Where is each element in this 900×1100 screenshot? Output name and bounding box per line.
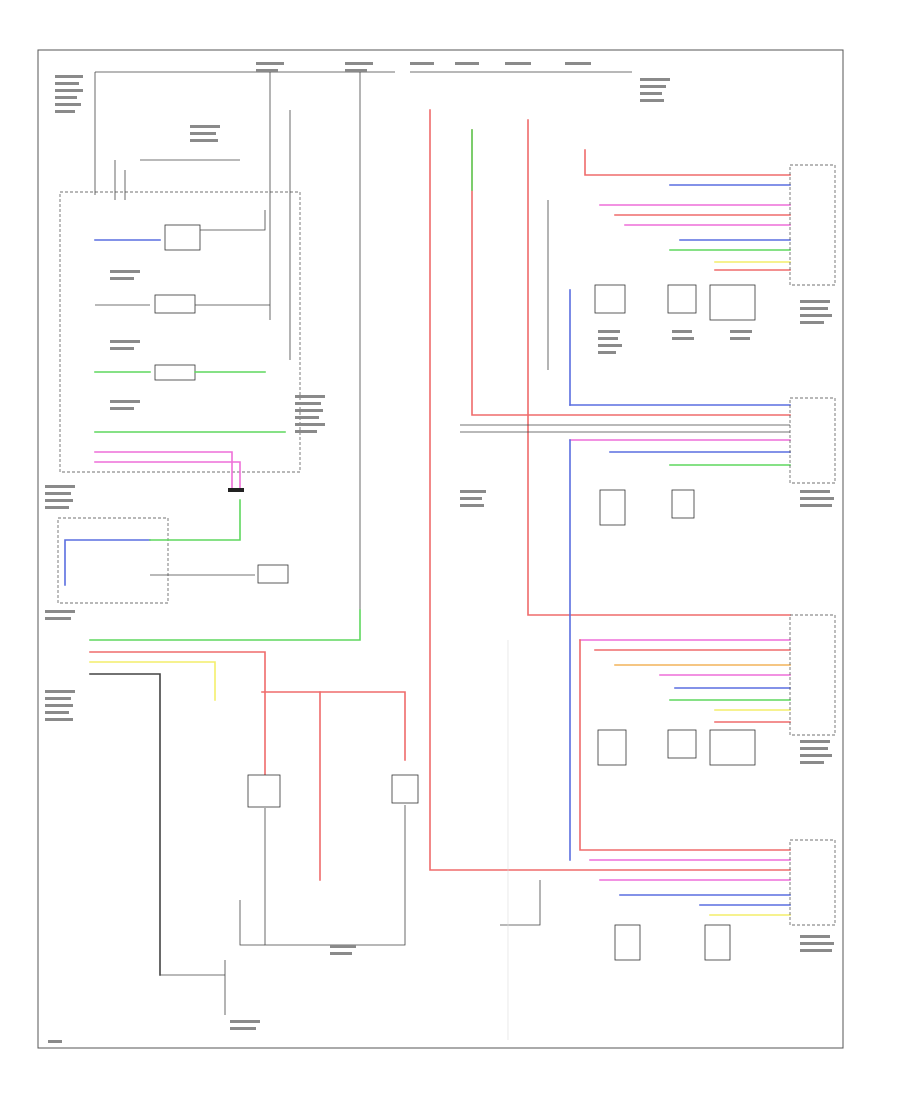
front-door-connector [789, 164, 836, 286]
center-vertical-wires [429, 109, 791, 871]
relay-return-loop [264, 805, 406, 946]
wire-yellow-1 [89, 661, 216, 701]
relay-center-2 [391, 774, 419, 804]
right-third-unit [579, 614, 836, 851]
diagram-border [37, 49, 844, 1049]
switch-box-left [257, 564, 289, 584]
right-top-unit [569, 164, 836, 406]
rear-right-connector [789, 397, 836, 484]
lock-unit-fl [709, 729, 756, 766]
wire-green-5 [89, 609, 361, 641]
combination-switch-box [59, 191, 301, 473]
door-switch-rl [614, 924, 641, 961]
lower-left-module [57, 517, 169, 604]
door-switch-fl [597, 729, 627, 766]
left-feed-branch [114, 160, 126, 200]
lock-unit-fr [709, 284, 756, 321]
wire-red-2 [261, 691, 406, 761]
label-marks [45, 62, 834, 1043]
front-left-connector [789, 614, 836, 736]
wire-dark-1 [89, 673, 161, 976]
wire-red-top-right [584, 149, 791, 176]
left-module-group [57, 72, 419, 1015]
door-switch-rr [599, 489, 626, 526]
right-second-unit [569, 397, 836, 861]
relay-out-1 [200, 210, 266, 231]
lock-motor-fr [667, 284, 697, 314]
wire-blue-2 [64, 539, 151, 586]
relay-box-2 [154, 294, 196, 314]
wire-red-long-1 [429, 109, 791, 871]
wire-red-1 [89, 651, 266, 801]
relay-box-3 [154, 364, 196, 381]
relay-center-1 [247, 774, 281, 808]
lock-motor-rr [671, 489, 695, 519]
wire-red-long-3 [527, 119, 791, 616]
wire-pink-1 [94, 451, 233, 489]
door-switch-fr [594, 284, 626, 314]
lock-motor-fl [667, 729, 697, 759]
wire-pink-2 [94, 461, 241, 489]
relay-box-1 [164, 224, 201, 251]
wire-red-3rd-v [579, 639, 791, 851]
rear-left-connector [789, 839, 836, 926]
ground-lead-1 [239, 900, 265, 946]
lock-motor-rl [704, 924, 731, 961]
rl-ground-lead [500, 880, 541, 926]
wire-red-long-2 [471, 129, 791, 416]
connector-block-1 [228, 488, 244, 492]
wire-green-4 [149, 499, 241, 541]
right-bottom-unit [500, 839, 836, 961]
